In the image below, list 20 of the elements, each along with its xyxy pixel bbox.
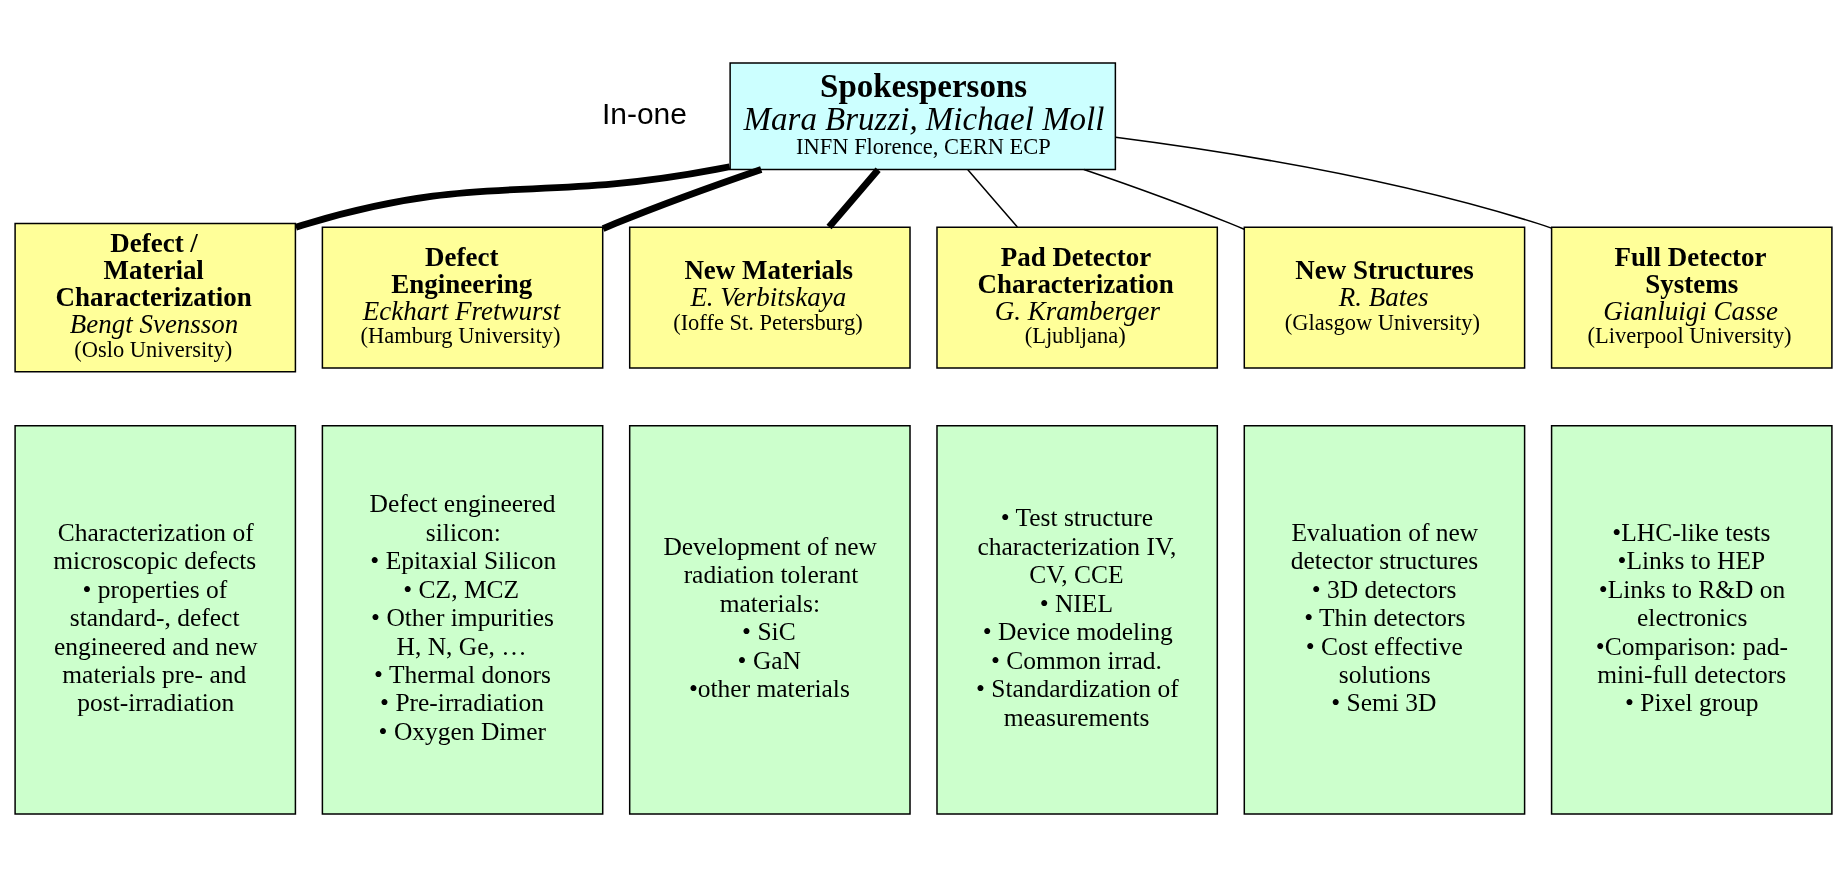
node-box: Full Detector Systems Gianluigi Casse (Liverpool University)	[1550, 225, 1833, 369]
connector	[294, 162, 731, 230]
node-box: New Materials E. Verbitskaya (Ioffe St. Petersburg)	[628, 225, 911, 369]
node-box: Development of new radiation tolerant materials: • SiC • GaN •other materials	[628, 424, 911, 815]
node-box: •LHC-like tests •Links to HEP •Links to R&D on electronics •Comparison: pad-mini-full detectors • Pixel group	[1550, 424, 1833, 815]
node-box: Defect / Material Characterization Bengt Svensson (Oslo University)	[14, 222, 297, 373]
label: In-one	[601, 96, 687, 130]
connector	[1114, 136, 1553, 229]
node-box: Defect engineered silicon: • Epitaxial Silicon • CZ, MCZ • Other impurities H, N, Ge, … • Thermal donors • Pre-irradiation • Oxygen Dimer	[321, 424, 604, 815]
connector	[601, 165, 763, 232]
node-box: Spokespersons Mara Bruzzi, Michael Moll INFN Florence, CERN ECP	[729, 61, 1117, 170]
node-box: Pad Detector Characterization G. Kramberger (Ljubljana)	[936, 225, 1219, 369]
node-box: Characterization of microscopic defects • properties of standard-, defect engineered and new materials pre- and post-irradiation	[14, 424, 297, 815]
node-box: Evaluation of new detector structures • 3D detectors • Thin detectors • Cost effective solutions • Semi 3D	[1243, 424, 1526, 815]
connector	[967, 168, 1019, 228]
node-box: New Structures R. Bates (Glasgow University)	[1243, 225, 1526, 369]
connector	[826, 167, 881, 229]
connector	[1083, 168, 1245, 230]
node-box: Defect Engineering Eckhart Fretwurst (Hamburg University)	[321, 225, 604, 369]
node-box: • Test structure characterization IV, CV, CCE • NIEL • Device modeling • Common irrad. • Standardization of measurements	[936, 424, 1219, 815]
